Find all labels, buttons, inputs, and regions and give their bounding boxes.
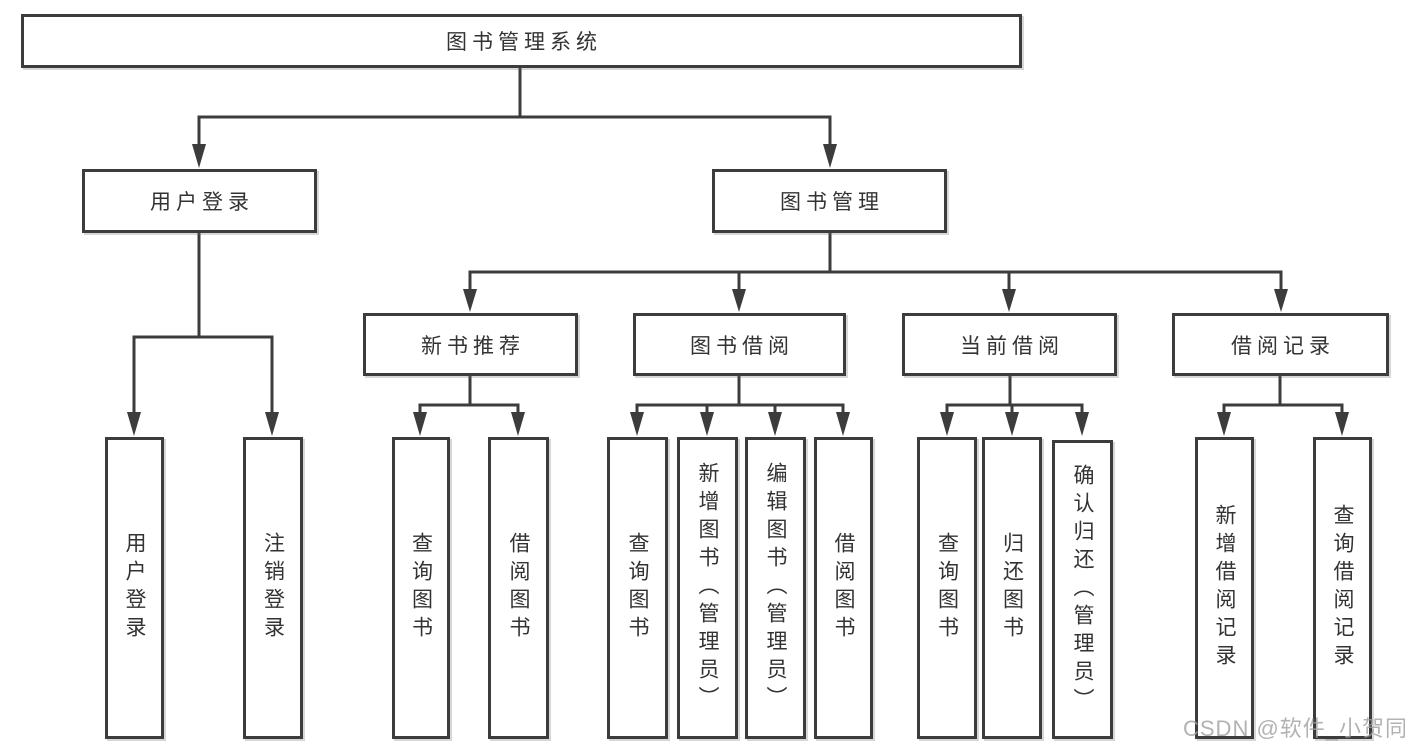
node-label: 查询图书 (935, 532, 959, 644)
arrow-down-icon (265, 412, 279, 436)
leaf-query-books-current: 查询图书 (917, 437, 977, 739)
arrow-down-icon (823, 144, 837, 168)
arrow-down-icon (1335, 412, 1349, 436)
node-label: 用户登录 (150, 191, 254, 214)
arrow-down-icon (463, 289, 477, 312)
node-label: 新增图书（管理员） (696, 462, 719, 714)
connector-recommend-to-leaves (413, 374, 525, 436)
arrow-down-icon (940, 412, 954, 436)
connector-borrow-to-leaves (630, 374, 850, 436)
watermark-text: CSDN @软件_小贺同学 (1183, 716, 1405, 741)
node-label: 用户登录 (123, 532, 146, 644)
arrow-down-icon (630, 412, 644, 436)
arrow-down-icon (1274, 289, 1288, 312)
node-user-login: 用户登录 (82, 169, 317, 233)
node-label: 图书借阅 (690, 334, 794, 358)
arrow-down-icon (732, 289, 746, 312)
node-label: 注销登录 (261, 532, 285, 644)
connector-management-to-modules (463, 231, 1288, 312)
node-new-book-recommend: 新书推荐 (363, 313, 578, 376)
arrow-down-icon (836, 412, 850, 436)
arrow-down-icon (192, 144, 206, 168)
node-label: 图书管理系统 (446, 31, 602, 54)
node-label: 借阅图书 (507, 532, 530, 644)
connector-login-to-leaves (127, 231, 279, 436)
arrow-down-icon (1005, 412, 1019, 436)
arrow-down-icon (700, 412, 714, 436)
node-borrow-records: 借阅记录 (1172, 313, 1389, 376)
arrow-down-icon (768, 412, 782, 436)
leaf-add-book-admin: 新增图书（管理员） (677, 437, 738, 739)
arrow-down-icon (1002, 289, 1016, 312)
node-book-management: 图书管理 (712, 169, 947, 233)
arrow-down-icon (1217, 412, 1231, 436)
arrow-down-icon (127, 412, 141, 436)
leaf-borrow-books: 借阅图书 (814, 437, 873, 739)
leaf-user-login: 用户登录 (105, 437, 164, 739)
leaf-logout: 注销登录 (243, 437, 303, 739)
node-label: 借阅记录 (1231, 334, 1335, 358)
node-label: 查询图书 (626, 532, 649, 644)
arrow-down-icon (1075, 412, 1089, 436)
leaf-borrow-books-recommend: 借阅图书 (488, 437, 549, 739)
node-label: 确认归还（管理员） (1071, 463, 1094, 716)
leaf-return-book: 归还图书 (982, 437, 1042, 739)
arrow-down-icon (413, 412, 427, 436)
node-label: 查询图书 (409, 532, 433, 644)
node-label: 图书管理 (780, 191, 884, 214)
connector-current-to-leaves (940, 374, 1089, 436)
node-label: 借阅图书 (832, 532, 855, 644)
node-label: 归还图书 (1000, 532, 1024, 644)
connector-records-to-leaves (1217, 374, 1349, 436)
node-label: 新书推荐 (421, 334, 525, 358)
node-label: 查询借阅记录 (1331, 504, 1354, 672)
leaf-query-books-borrow: 查询图书 (607, 437, 668, 739)
leaf-add-borrow-record: 新增借阅记录 (1195, 437, 1254, 739)
connector-root-to-branches (192, 66, 837, 168)
leaf-confirm-return-admin: 确认归还（管理员） (1052, 440, 1113, 739)
node-label: 编辑图书（管理员） (764, 462, 787, 714)
leaf-query-borrow-record: 查询借阅记录 (1313, 437, 1372, 739)
leaf-edit-book-admin: 编辑图书（管理员） (745, 437, 806, 739)
node-current-borrow: 当前借阅 (902, 313, 1117, 376)
arrow-down-icon (511, 412, 525, 436)
node-label: 新增借阅记录 (1213, 504, 1236, 672)
node-label: 当前借阅 (960, 334, 1064, 358)
leaf-query-books-recommend: 查询图书 (392, 437, 450, 739)
node-book-borrow: 图书借阅 (633, 313, 846, 376)
node-root: 图书管理系统 (21, 14, 1022, 68)
